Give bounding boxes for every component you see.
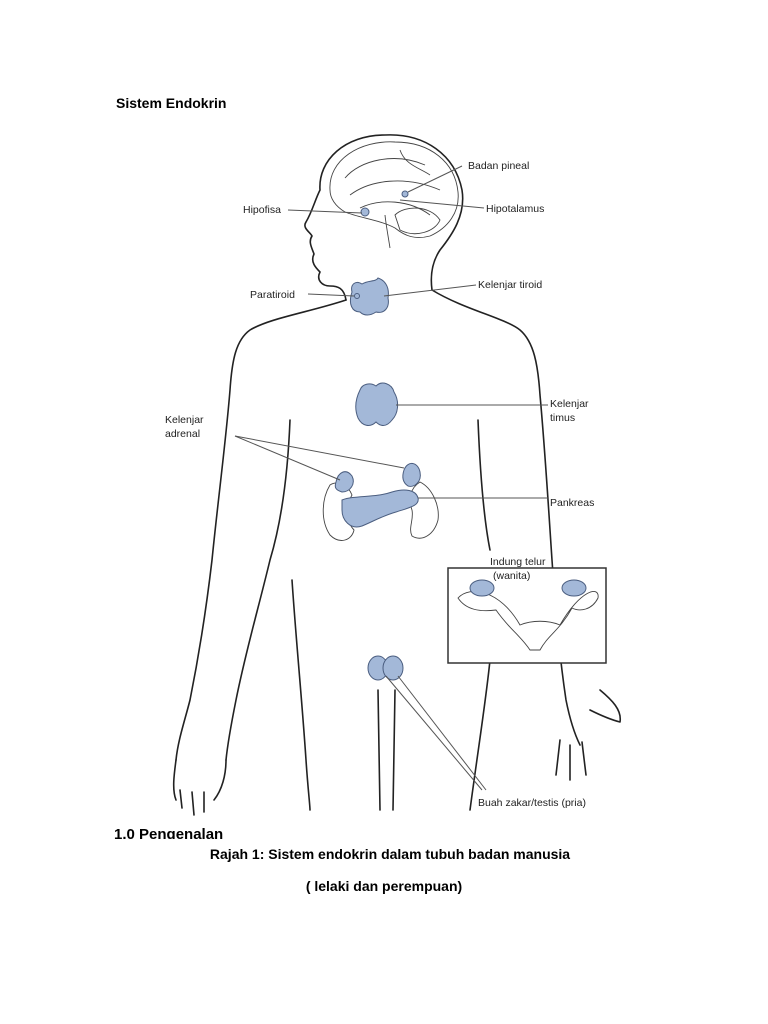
leader-testis-right xyxy=(397,675,487,791)
label-ovary-2: (wanita) xyxy=(493,570,530,582)
legs xyxy=(291,579,491,811)
label-pineal: Badan pineal xyxy=(468,160,529,172)
head-outline xyxy=(304,134,464,301)
section-heading: 1.0 Pengenalan xyxy=(114,826,224,839)
testis-right xyxy=(382,655,404,681)
label-thymus-2: timus xyxy=(550,412,575,424)
leader-parathyroid xyxy=(307,293,355,297)
thyroid-gland xyxy=(349,277,389,316)
hand-left xyxy=(172,759,227,816)
uterus xyxy=(457,591,599,651)
label-hypophysis: Hipofisa xyxy=(243,204,281,216)
label-parathyroid: Paratiroid xyxy=(250,289,295,301)
leader-testis-left xyxy=(385,675,483,791)
label-hypothalamus: Hipotalamus xyxy=(486,203,544,215)
ovary-left xyxy=(469,579,495,597)
label-thymus-1: Kelenjar xyxy=(550,398,589,410)
torso-right xyxy=(431,289,581,746)
label-testis: Buah zakar/testis (pria) xyxy=(478,797,586,809)
document-title: Sistem Endokrin xyxy=(116,95,227,111)
label-thyroid: Kelenjar tiroid xyxy=(478,279,542,291)
leader-adrenal-right xyxy=(234,435,405,469)
label-pancreas: Pankreas xyxy=(550,497,594,509)
parathyroid-gland xyxy=(354,293,360,299)
torso-left xyxy=(175,299,347,761)
leader-thyroid xyxy=(383,284,477,297)
label-adrenal-2: adrenal xyxy=(165,428,200,440)
inner-arm-left xyxy=(225,419,291,761)
figure-caption-line2: ( lelaki dan perempuan) xyxy=(305,878,463,894)
thymus-gland xyxy=(355,382,399,426)
figure-caption-line1: Rajah 1: Sistem endokrin dalam tubuh bad… xyxy=(209,846,571,862)
brainstem xyxy=(384,214,391,249)
ovary-right xyxy=(561,579,587,597)
hypophysis-gland xyxy=(360,207,370,217)
leader-pineal xyxy=(407,165,463,193)
leader-hypophysis xyxy=(287,209,363,214)
brain-folds xyxy=(344,149,441,216)
cerebellum xyxy=(394,207,441,234)
leader-hypothalamus xyxy=(399,199,485,209)
label-adrenal-1: Kelenjar xyxy=(165,414,204,426)
label-ovary-1: Indung telur xyxy=(490,556,546,568)
pancreas-gland xyxy=(341,489,419,528)
pineal-gland xyxy=(401,190,409,198)
inner-arm-right xyxy=(477,419,491,551)
adrenal-gland-right xyxy=(402,463,421,487)
hand-right xyxy=(555,689,622,781)
leader-adrenal-left xyxy=(234,435,341,481)
adrenal-gland-left xyxy=(334,471,354,493)
kidney-right xyxy=(409,481,439,539)
